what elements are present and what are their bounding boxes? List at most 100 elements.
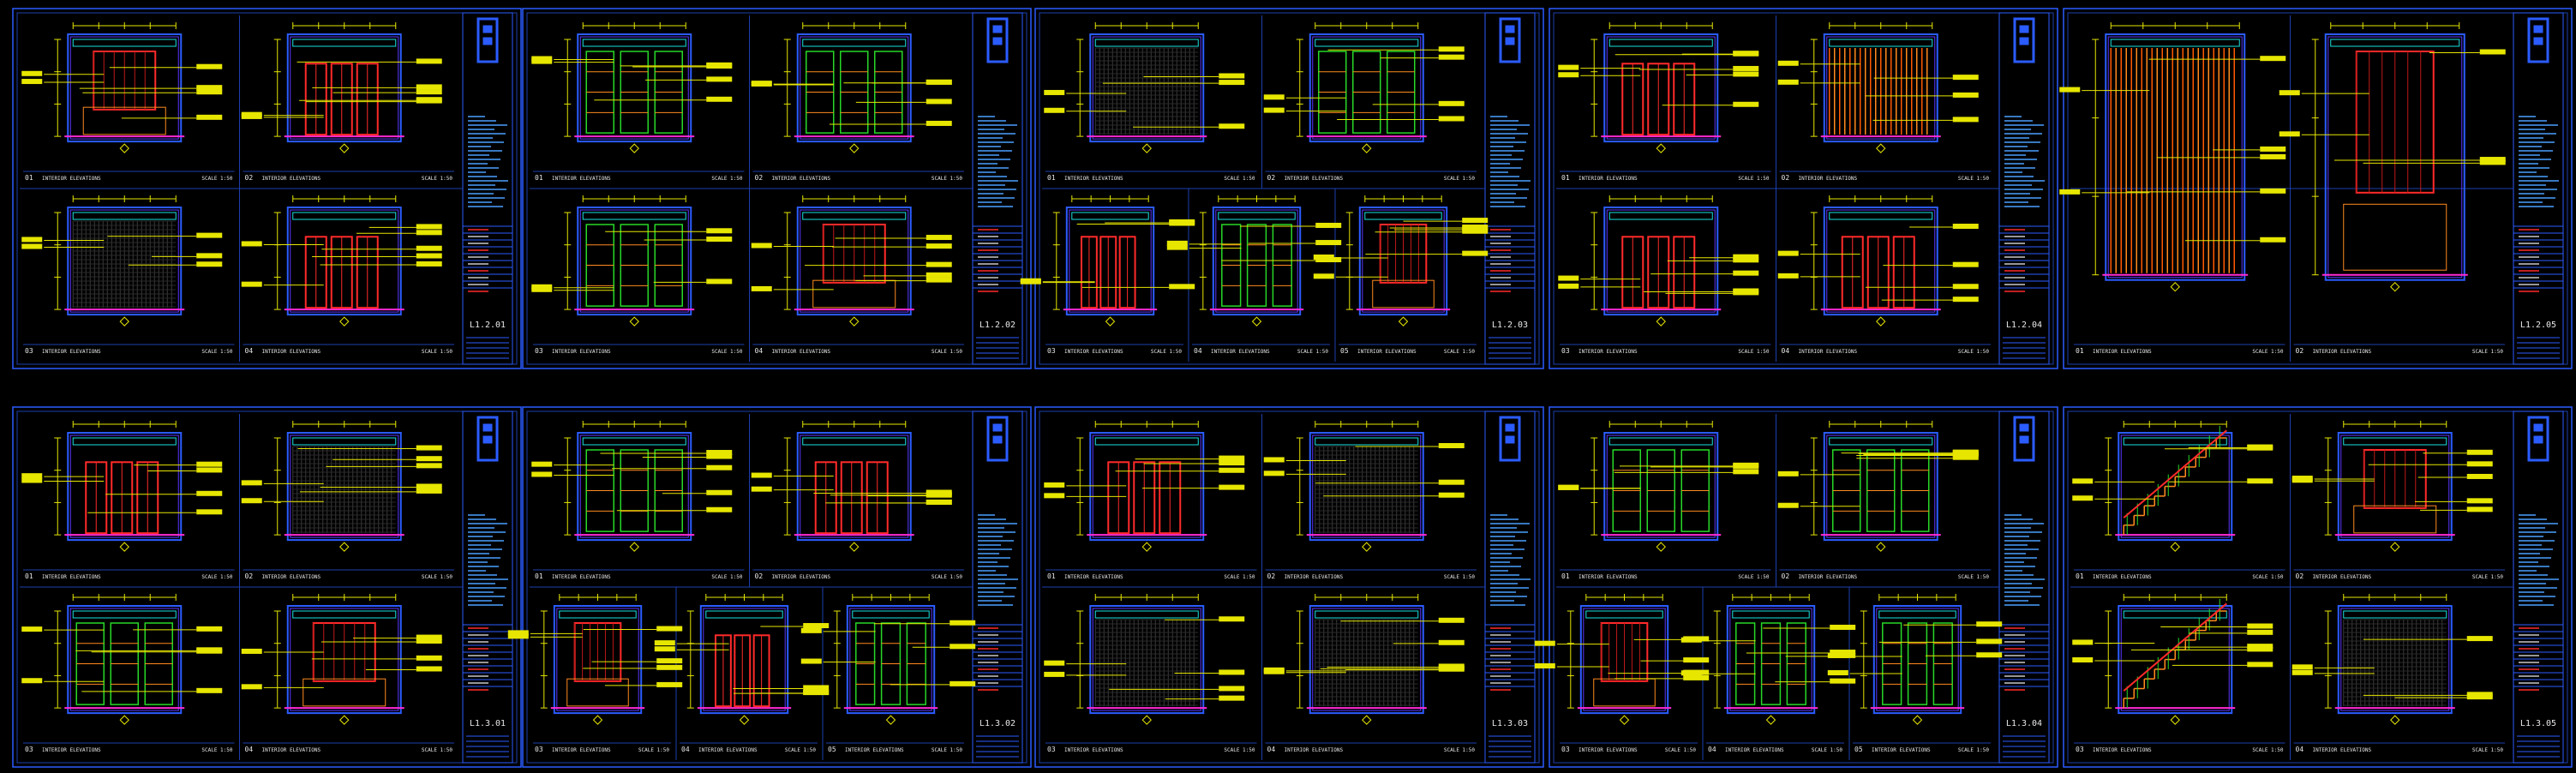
- annotation-tag: [1315, 240, 1342, 246]
- wall-outline: [67, 33, 183, 143]
- section-marker-icon: [629, 143, 639, 153]
- sheet-inner-border: [16, 410, 518, 764]
- ceiling-band: [1315, 39, 1419, 47]
- view-title: INTERIOR ELEVATIONS: [1872, 747, 1931, 753]
- section-marker-icon: [1656, 316, 1666, 327]
- base-cabinet: [812, 279, 896, 309]
- ceiling-band: [705, 610, 783, 619]
- wall-outline: [553, 605, 643, 715]
- annotation-tag: [2260, 237, 2286, 243]
- company-logo: [2533, 435, 2543, 444]
- view-scale: SCALE 1:50: [201, 176, 233, 182]
- ceiling-band: [2343, 610, 2447, 619]
- wall-inner-outline: [1092, 608, 1201, 711]
- view-scale: SCALE 1:50: [1224, 176, 1255, 182]
- annotation-tag: [2466, 506, 2493, 512]
- section-marker-icon: [1656, 542, 1666, 552]
- wall-outline: [1309, 605, 1424, 715]
- ceiling-band: [1878, 610, 1956, 619]
- title-block: [1998, 12, 2050, 365]
- elevation-drawing: [531, 195, 733, 327]
- view-scale: SCALE 1:50: [711, 349, 743, 355]
- wall-inner-outline: [1606, 36, 1716, 140]
- elevation-drawing: [1313, 195, 1489, 327]
- annotation-tag: [1263, 107, 1285, 113]
- wall-inner-outline: [579, 434, 689, 538]
- view-number: 01: [25, 572, 33, 580]
- annotation-tag: [2247, 478, 2273, 484]
- section-marker-icon: [2390, 542, 2400, 552]
- annotation-tag: [2291, 476, 2313, 482]
- wall-inner-outline: [1092, 36, 1201, 140]
- wall-inner-outline: [1583, 608, 1666, 711]
- sheet-border: [2063, 8, 2573, 369]
- annotation-tag: [1558, 64, 1579, 70]
- annotation-tag: [1733, 469, 1759, 475]
- section-marker-icon: [1912, 715, 1923, 725]
- sheet-inner-border: [2067, 410, 2568, 764]
- annotation-tag: [926, 272, 952, 278]
- annotation-tag: [926, 235, 952, 241]
- view-number: 03: [25, 347, 33, 355]
- sheet-inner-border: [1039, 410, 1540, 764]
- company-logo: [992, 435, 1003, 444]
- view-title: INTERIOR ELEVATIONS: [42, 176, 101, 182]
- view-title: INTERIOR ELEVATIONS: [552, 747, 611, 753]
- section-marker-icon: [1105, 316, 1116, 327]
- sheet-inner-border: [526, 410, 1027, 764]
- annotation-tag: [1558, 275, 1579, 281]
- elevation-drawing: [21, 421, 223, 552]
- view-number: 02: [2296, 347, 2304, 355]
- ceiling-band: [1218, 212, 1296, 220]
